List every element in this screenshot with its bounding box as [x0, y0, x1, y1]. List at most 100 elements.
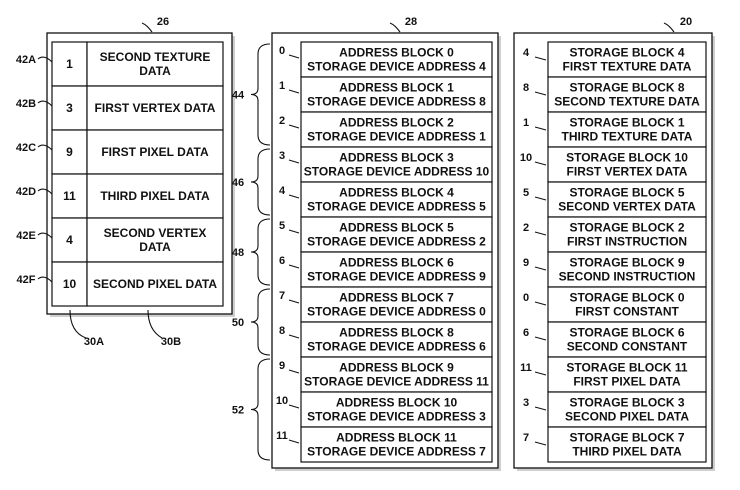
row-tag-leader — [37, 144, 53, 151]
address-index-leader — [288, 299, 300, 304]
group-brace-46 — [250, 148, 271, 216]
table-26-data-line-1: FIRST VERTEX DATA — [95, 101, 216, 115]
row-tag-leader — [37, 56, 53, 63]
storage-block-text-line-2: FIRST CONSTANT — [575, 305, 679, 319]
storage-index: 10 — [520, 152, 532, 164]
table-26-data-cell — [86, 129, 224, 175]
table-26-data-cell — [86, 85, 224, 131]
address-block — [300, 286, 493, 323]
column-ref-30b-leader — [147, 309, 163, 339]
address-block — [300, 321, 493, 358]
address-index: 9 — [279, 360, 285, 372]
group-brace-52 — [250, 358, 271, 461]
table-26-data-line-1: SECOND VERTEX — [104, 226, 207, 240]
address-block-text-line-2: STORAGE DEVICE ADDRESS 1 — [307, 130, 486, 144]
storage-block — [547, 181, 707, 218]
row-tag-42e: 42E — [16, 230, 36, 242]
storage-index-leader — [534, 196, 547, 201]
storage-block-text-line-1: STORAGE BLOCK 8 — [569, 81, 684, 95]
address-block — [300, 216, 493, 253]
storage-index: 9 — [523, 257, 529, 269]
storage-block — [547, 41, 707, 78]
storage-index-leader — [534, 441, 547, 446]
storage-block-text-line-1: STORAGE BLOCK 10 — [566, 151, 688, 165]
storage-index-leader — [534, 126, 547, 131]
storage-block-text-line-1: STORAGE BLOCK 1 — [569, 116, 684, 130]
table-26-index: 4 — [66, 233, 73, 247]
table-26-index: 9 — [66, 145, 73, 159]
storage-index-leader — [534, 301, 547, 306]
address-block-text-line-1: ADDRESS BLOCK 2 — [339, 116, 454, 130]
address-index-leader — [288, 159, 300, 164]
table-26-index: 3 — [66, 101, 73, 115]
address-block — [300, 426, 493, 463]
group-brace-48 — [250, 218, 271, 286]
column-ref-30a-leader — [69, 309, 87, 339]
table-28-ref-leader — [389, 22, 401, 33]
row-tag-42f: 42F — [17, 274, 36, 286]
table-26-ref-leader — [141, 22, 153, 33]
storage-index-leader — [534, 336, 547, 341]
table-26-data-line-1: SECOND PIXEL DATA — [93, 277, 217, 291]
storage-block-text-line-1: STORAGE BLOCK 7 — [569, 431, 684, 445]
address-index-leader — [288, 334, 300, 339]
table-26-data-cell — [86, 261, 224, 307]
storage-block-text-line-1: STORAGE BLOCK 5 — [569, 186, 684, 200]
storage-block-text-line-2: SECOND TEXTURE DATA — [554, 95, 700, 109]
address-block-text-line-1: ADDRESS BLOCK 9 — [339, 361, 454, 375]
storage-index-leader — [534, 91, 547, 96]
storage-index: 8 — [523, 82, 529, 94]
storage-index-leader — [534, 161, 547, 166]
storage-block-text-line-2: SECOND INSTRUCTION — [559, 270, 696, 284]
address-block-text-line-1: ADDRESS BLOCK 4 — [339, 186, 454, 200]
storage-index: 1 — [523, 117, 529, 129]
table-26-data-line-1: FIRST PIXEL DATA — [101, 145, 209, 159]
address-block — [300, 41, 493, 78]
address-block-text-line-2: STORAGE DEVICE ADDRESS 7 — [307, 445, 486, 459]
storage-index: 2 — [523, 222, 529, 234]
storage-block — [547, 321, 707, 358]
storage-block-text-line-2: FIRST TEXTURE DATA — [563, 60, 692, 74]
column-ref-30b: 30B — [161, 336, 181, 348]
address-block-text-line-2: STORAGE DEVICE ADDRESS 6 — [307, 340, 486, 354]
address-block — [300, 181, 493, 218]
storage-block-text-line-2: SECOND VERTEX DATA — [558, 200, 696, 214]
group-label-44: 44 — [232, 90, 245, 102]
table-26-index: 10 — [63, 277, 77, 291]
storage-index: 5 — [523, 187, 529, 199]
group-label-48: 48 — [232, 247, 244, 259]
storage-block-text-line-1: STORAGE BLOCK 6 — [569, 326, 684, 340]
address-index-leader — [288, 369, 300, 374]
table-26-data-line-2: DATA — [139, 240, 171, 254]
storage-block-text-line-1: STORAGE BLOCK 0 — [569, 291, 684, 305]
address-index-leader — [288, 404, 300, 409]
storage-block — [547, 426, 707, 463]
group-label-46: 46 — [232, 177, 244, 189]
address-index-leader — [288, 264, 300, 269]
table-26-ref: 26 — [157, 16, 169, 28]
storage-block-text-line-2: FIRST INSTRUCTION — [567, 235, 687, 249]
row-tag-leader — [37, 276, 53, 283]
storage-index-leader — [534, 371, 547, 376]
address-block-text-line-2: STORAGE DEVICE ADDRESS 0 — [307, 305, 486, 319]
storage-index: 3 — [523, 397, 529, 409]
address-index: 6 — [279, 255, 285, 267]
address-index: 1 — [279, 80, 285, 92]
storage-block — [547, 216, 707, 253]
address-index-leader — [288, 439, 300, 444]
row-tag-leader — [37, 100, 53, 107]
row-tag-42c: 42C — [16, 142, 36, 154]
address-index-leader — [288, 194, 300, 199]
address-block-text-line-2: STORAGE DEVICE ADDRESS 4 — [307, 60, 486, 74]
address-index: 0 — [279, 45, 285, 57]
address-block-text-line-1: ADDRESS BLOCK 5 — [339, 221, 454, 235]
address-block — [300, 356, 493, 393]
storage-index: 7 — [523, 432, 529, 444]
table-26-data-line-1: SECOND TEXTURE — [100, 50, 211, 64]
row-tag-leader — [37, 188, 53, 195]
row-tag-leader — [37, 232, 53, 239]
table-26-index: 1 — [66, 57, 73, 71]
